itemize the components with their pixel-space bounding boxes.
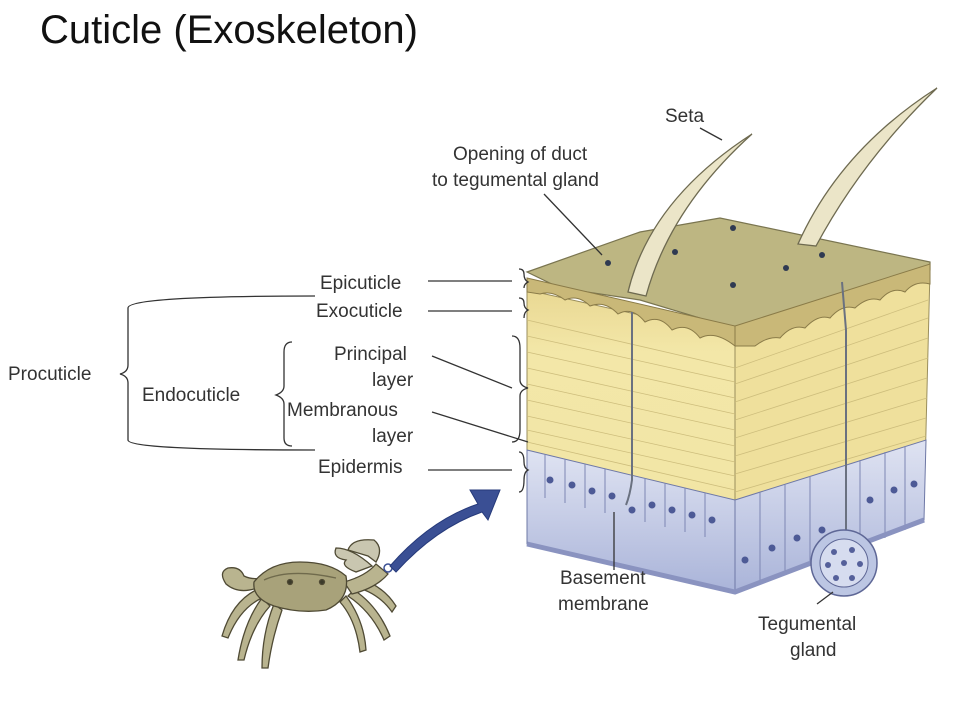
epicuticle-brace: [518, 268, 530, 289]
principal-layer-label-line2: layer: [372, 370, 414, 391]
tegumental-gland: [810, 529, 878, 597]
duct-label-line2: to tegumental gland: [432, 170, 599, 191]
seta-right: [797, 87, 938, 247]
epidermis-brace: [518, 451, 530, 493]
endocuticle-bracket: [274, 341, 293, 447]
epidermis-label: Epidermis: [318, 457, 402, 478]
principal-layer-label-line1: Principal: [334, 344, 407, 365]
basement-membrane-label-line2: membrane: [558, 594, 649, 615]
lamination-lines: [526, 299, 929, 493]
zoom-arrow: [389, 489, 501, 573]
seta-label: Seta: [665, 106, 705, 127]
tegumental-gland-label-line1: Tegumental: [758, 614, 856, 635]
exocuticle-brace: [518, 297, 530, 319]
procuticle-bracket: [119, 295, 316, 451]
basement-membrane-label-line1: Basement: [560, 568, 646, 589]
epicuticle-label: Epicuticle: [320, 273, 401, 294]
membranous-layer-label-line1: Membranous: [287, 400, 398, 421]
duct-label-line1: Opening of duct: [453, 144, 588, 165]
exocuticle-label: Exocuticle: [316, 301, 403, 322]
tegumental-gland-label-line2: gland: [790, 640, 837, 661]
procuticle-label: Procuticle: [8, 364, 91, 385]
seta-left: [627, 133, 753, 297]
cell-nuclei: [546, 476, 918, 564]
tegumental-ducts: [625, 281, 847, 545]
exocuticle-band-right: [734, 263, 931, 347]
epidermal-cells: [544, 446, 906, 580]
endocuticle-label: Endocuticle: [142, 385, 240, 406]
cuticle-block: [525, 217, 931, 595]
crab-illustration: [221, 539, 397, 669]
endocuticle-brace: [511, 335, 529, 443]
brackets: [119, 127, 834, 605]
membranous-layer-label-line2: layer: [372, 426, 414, 447]
duct-openings: [605, 225, 825, 288]
page-title: Cuticle (Exoskeleton): [40, 8, 418, 52]
